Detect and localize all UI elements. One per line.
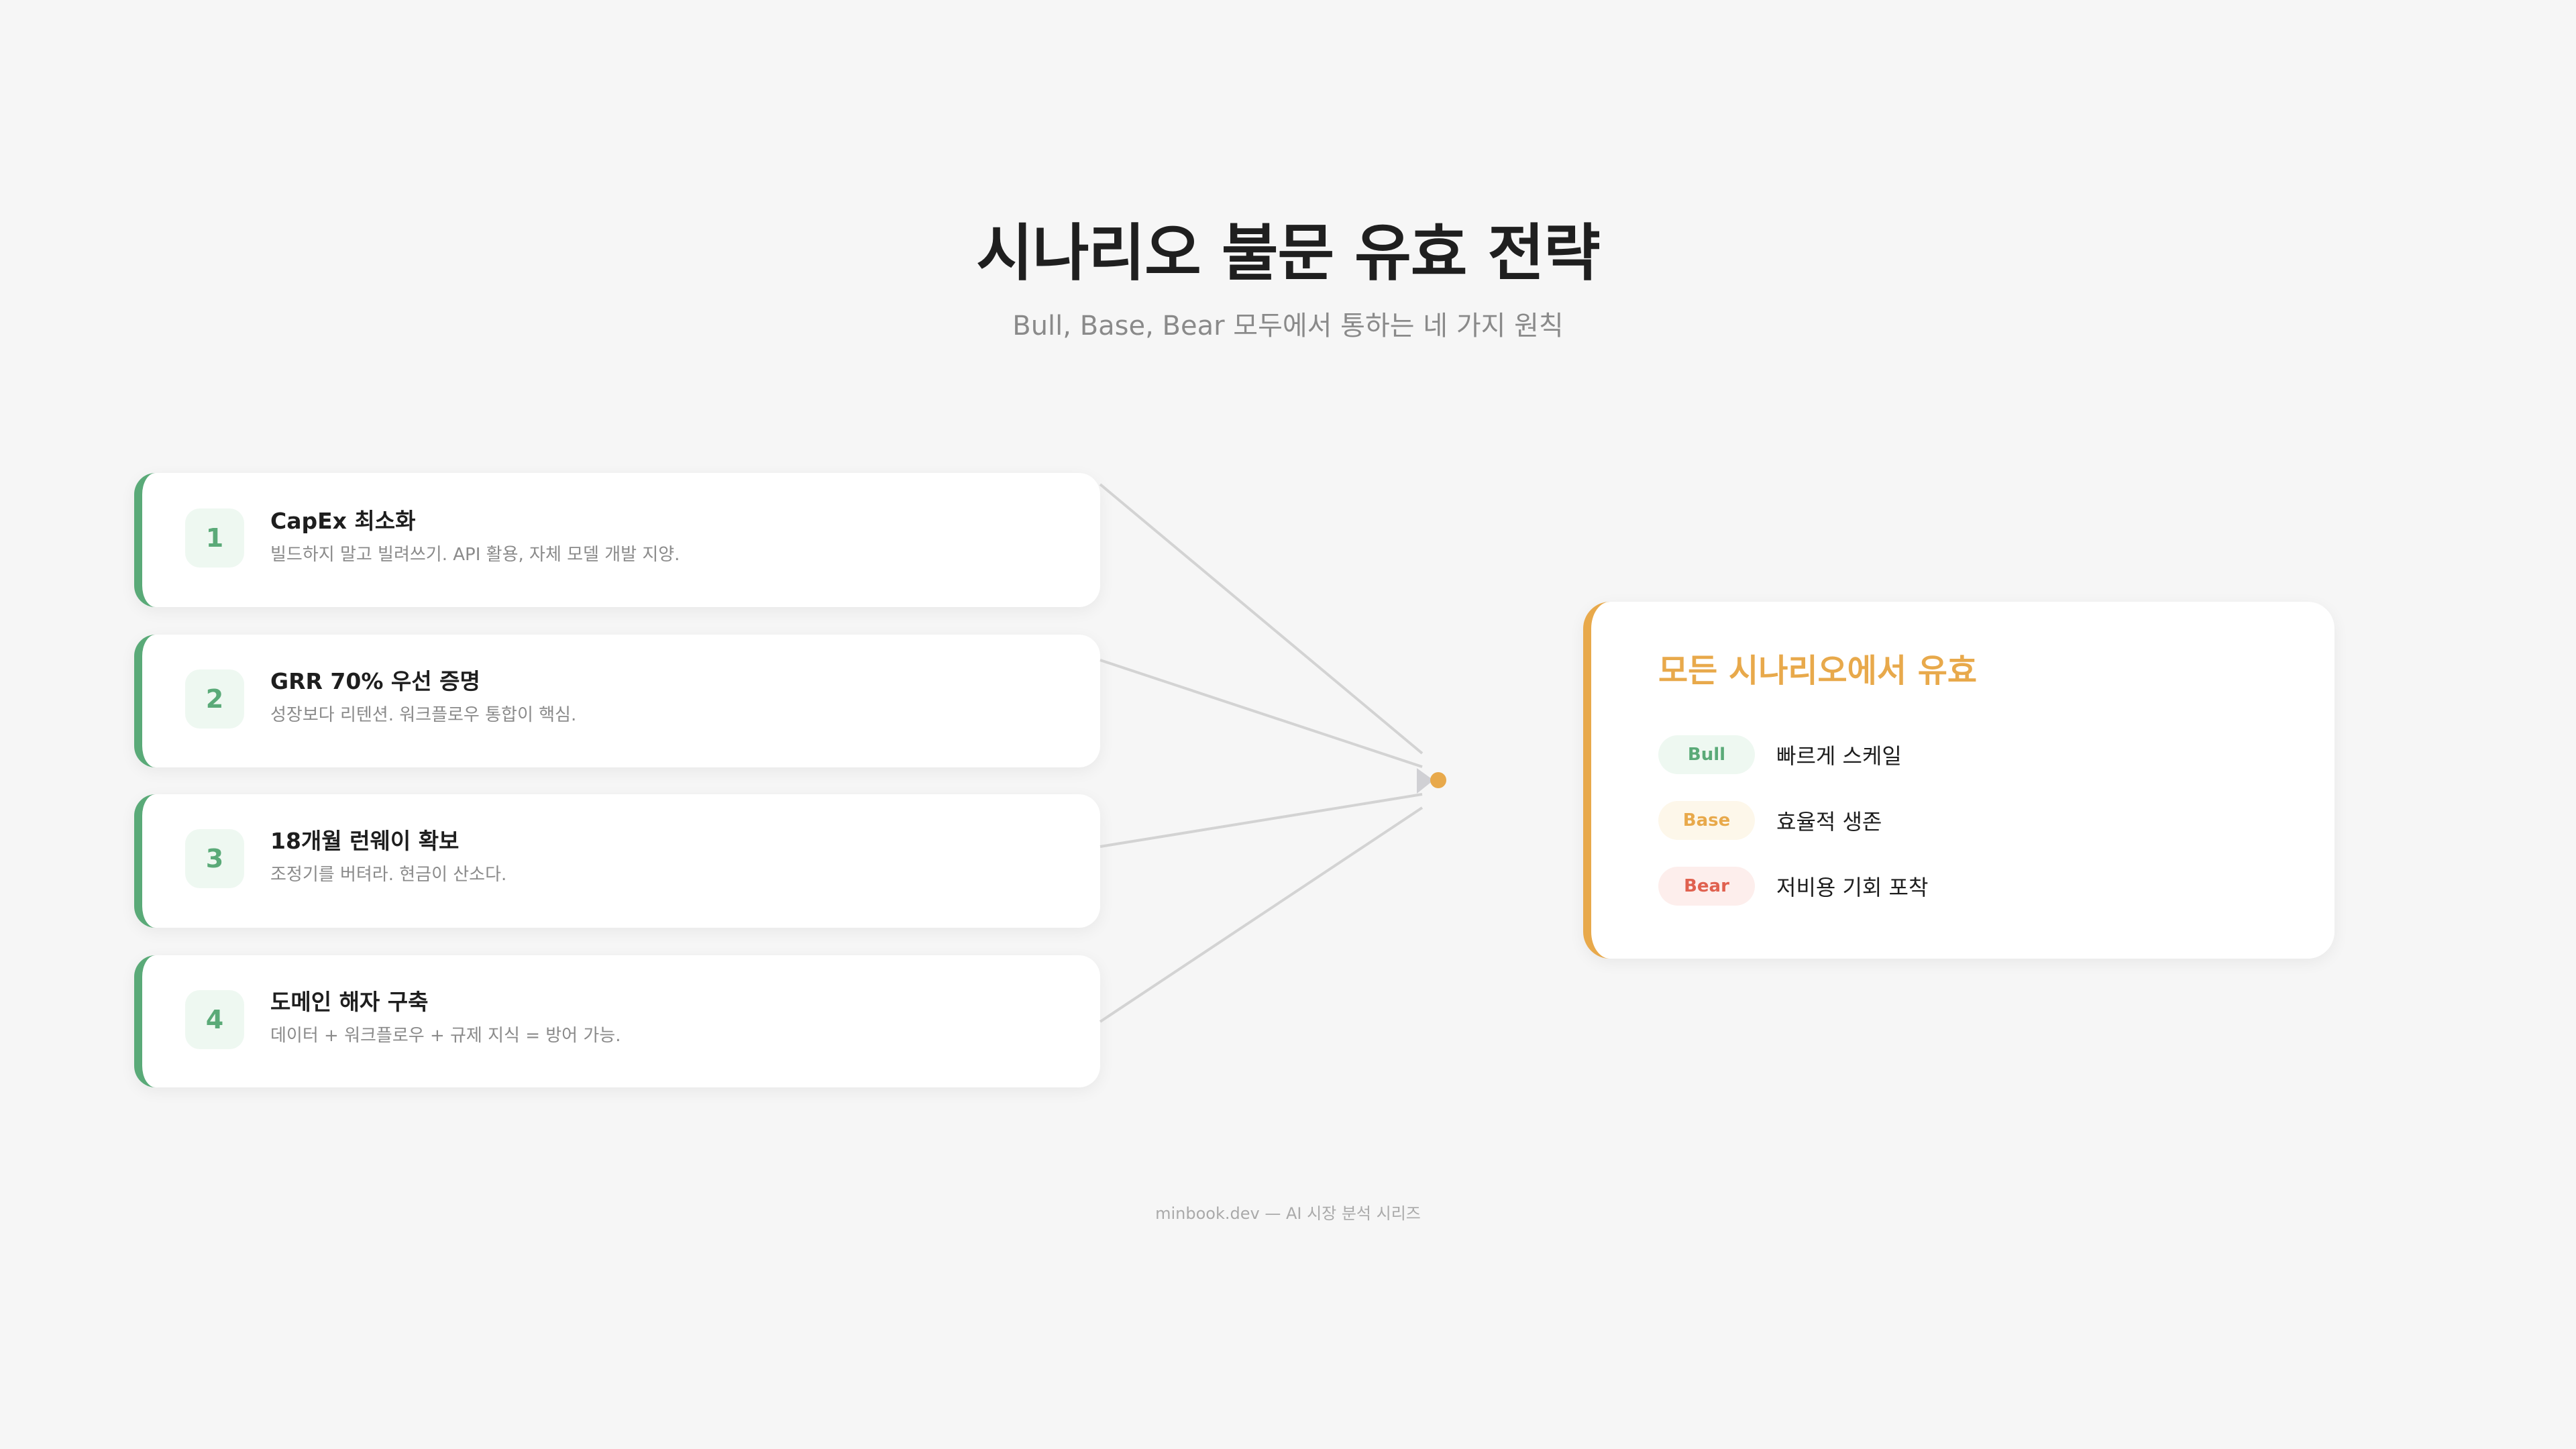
- principle-title: 18개월 런웨이 확보: [270, 828, 460, 854]
- connector-line-4: [1099, 806, 1424, 1023]
- scenario-row-bull: Bull 빠르게 스케일: [1658, 735, 1902, 774]
- scenario-badge-bear: Bear: [1658, 867, 1755, 906]
- scenario-badge-base: Base: [1658, 801, 1755, 840]
- scenario-text: 효율적 생존: [1776, 809, 1882, 835]
- principle-number-badge: 3: [185, 829, 244, 888]
- principle-card-4: 4 도메인 해자 구축 데이터 + 워크플로우 + 규제 지식 = 방어 가능.: [134, 955, 1100, 1087]
- scenario-row-base: Base 효율적 생존: [1658, 801, 1882, 840]
- scenario-text: 저비용 기회 포착: [1776, 875, 1929, 900]
- scenario-badge-bull: Bull: [1658, 735, 1755, 774]
- principle-description: 데이터 + 워크플로우 + 규제 지식 = 방어 가능.: [270, 1026, 621, 1046]
- scenario-row-bear: Bear 저비용 기회 포착: [1658, 867, 1928, 906]
- principle-number-badge: 4: [185, 990, 244, 1049]
- principle-number-badge: 2: [185, 669, 244, 729]
- summary-card: 모든 시나리오에서 유효 Bull 빠르게 스케일 Base 효율적 생존 Be…: [1583, 602, 2334, 959]
- principle-description: 성장보다 리텐션. 워크플로우 통합이 핵심.: [270, 705, 577, 725]
- page-title: 시나리오 불문 유효 전략: [976, 217, 1601, 289]
- connector-line-2: [1099, 659, 1423, 768]
- page-subtitle: Bull, Base, Bear 모두에서 통하는 네 가지 원칙: [1012, 311, 1564, 341]
- footer-credit: minbook.dev — AI 시장 분석 시리즈: [1155, 1204, 1421, 1223]
- connector-line-1: [1099, 483, 1424, 755]
- principle-card-2: 2 GRR 70% 우선 증명 성장보다 리텐션. 워크플로우 통합이 핵심.: [134, 635, 1100, 767]
- summary-title: 모든 시나리오에서 유효: [1658, 652, 1978, 690]
- principle-card-3: 3 18개월 런웨이 확보 조정기를 버텨라. 현금이 산소다.: [134, 794, 1100, 928]
- principle-card-1: 1 CapEx 최소화 빌드하지 말고 빌려쓰기. API 활용, 자체 모델 …: [134, 473, 1100, 607]
- principle-description: 빌드하지 말고 빌려쓰기. API 활용, 자체 모델 개발 지양.: [270, 545, 680, 565]
- principle-title: CapEx 최소화: [270, 508, 416, 534]
- principle-title: GRR 70% 우선 증명: [270, 668, 480, 694]
- principle-description: 조정기를 버텨라. 현금이 산소다.: [270, 865, 507, 885]
- convergence-dot-icon: [1430, 772, 1446, 788]
- principle-number-badge: 1: [185, 508, 244, 568]
- scenario-text: 빠르게 스케일: [1776, 743, 1902, 769]
- principle-title: 도메인 해자 구축: [270, 989, 429, 1015]
- arrowhead-icon: [1417, 768, 1434, 794]
- connector-line-3: [1099, 793, 1423, 848]
